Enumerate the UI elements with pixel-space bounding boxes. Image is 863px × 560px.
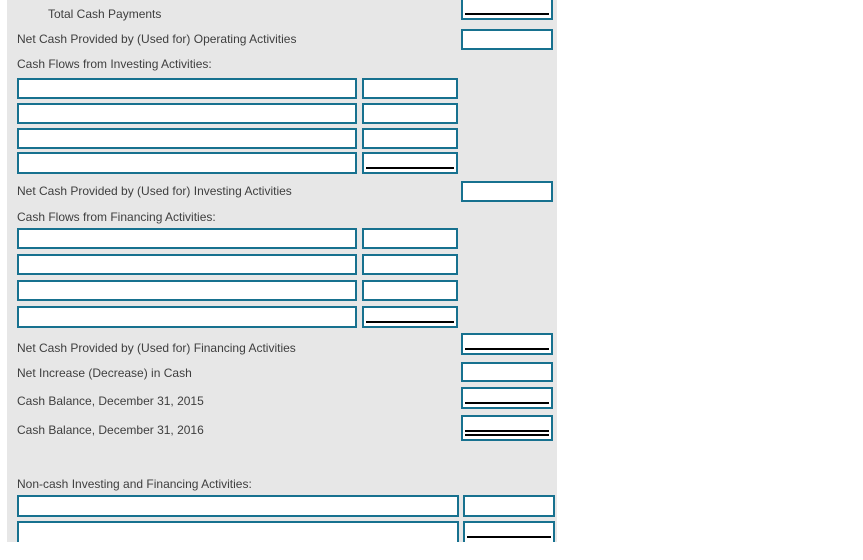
financing-desc-input-4[interactable]: [19, 308, 355, 326]
label-net-increase: Net Increase (Decrease) in Cash: [17, 366, 192, 380]
section-header-noncash: Non-cash Investing and Financing Activit…: [17, 477, 252, 491]
cell-investing-amount-4: [362, 152, 458, 174]
cell-investing-desc-4: [17, 152, 357, 174]
cell-financing-desc-4: [17, 306, 357, 328]
investing-desc-input-3[interactable]: [19, 130, 355, 147]
financing-desc-input-2[interactable]: [19, 256, 355, 273]
cell-investing-amount-1: [362, 78, 458, 99]
cell-noncash-desc-2: [17, 521, 459, 542]
investing-amount-input-1[interactable]: [364, 80, 456, 97]
cell-net-financing: [461, 333, 553, 355]
cell-net-investing: [461, 181, 553, 202]
investing-desc-input-4[interactable]: [19, 154, 355, 172]
noncash-desc-input-1[interactable]: [19, 497, 457, 515]
cell-net-increase: [461, 362, 553, 382]
cell-net-operating: [461, 29, 553, 50]
cash-balance-2015-input[interactable]: [463, 389, 551, 407]
cell-investing-desc-2: [17, 103, 357, 124]
label-cash-balance-2015: Cash Balance, December 31, 2015: [17, 394, 204, 408]
net-increase-input[interactable]: [463, 364, 551, 380]
cell-financing-amount-2: [362, 254, 458, 275]
cell-financing-amount-1: [362, 228, 458, 249]
investing-desc-input-2[interactable]: [19, 105, 355, 122]
cell-financing-desc-2: [17, 254, 357, 275]
financing-amount-input-3[interactable]: [364, 282, 456, 299]
label-net-investing: Net Cash Provided by (Used for) Investin…: [17, 184, 292, 198]
investing-desc-input-1[interactable]: [19, 80, 355, 97]
financing-amount-input-4[interactable]: [364, 308, 456, 326]
net-operating-input[interactable]: [463, 31, 551, 48]
cell-investing-desc-3: [17, 128, 357, 149]
cell-noncash-desc-1: [17, 495, 459, 517]
investing-amount-input-2[interactable]: [364, 105, 456, 122]
label-cash-balance-2016: Cash Balance, December 31, 2016: [17, 423, 204, 437]
financing-desc-input-3[interactable]: [19, 282, 355, 299]
noncash-amount-input-2[interactable]: [465, 523, 553, 542]
total-cash-payments-input[interactable]: [463, 0, 551, 18]
noncash-desc-input-2[interactable]: [19, 523, 457, 542]
section-header-financing: Cash Flows from Financing Activities:: [17, 210, 216, 224]
cell-cash-balance-2016: [461, 415, 553, 441]
cell-financing-amount-4: [362, 306, 458, 328]
cell-noncash-amount-2: [463, 521, 555, 542]
cell-cash-balance-2015: [461, 387, 553, 409]
section-header-investing: Cash Flows from Investing Activities:: [17, 57, 212, 71]
worksheet-panel: Total Cash Payments Net Cash Provided by…: [7, 0, 557, 542]
cell-investing-desc-1: [17, 78, 357, 99]
financing-desc-input-1[interactable]: [19, 230, 355, 247]
label-net-operating: Net Cash Provided by (Used for) Operatin…: [17, 32, 297, 46]
financing-amount-input-2[interactable]: [364, 256, 456, 273]
label-total-cash-payments: Total Cash Payments: [48, 7, 162, 21]
cash-balance-2016-input[interactable]: [463, 417, 551, 439]
investing-amount-input-4[interactable]: [364, 154, 456, 172]
investing-amount-input-3[interactable]: [364, 130, 456, 147]
cell-investing-amount-2: [362, 103, 458, 124]
cell-noncash-amount-1: [463, 495, 555, 517]
cell-financing-desc-1: [17, 228, 357, 249]
cell-investing-amount-3: [362, 128, 458, 149]
cell-total-cash-payments: [461, 0, 553, 20]
net-investing-input[interactable]: [463, 183, 551, 200]
net-financing-input[interactable]: [463, 335, 551, 353]
label-net-financing: Net Cash Provided by (Used for) Financin…: [17, 341, 296, 355]
cell-financing-desc-3: [17, 280, 357, 301]
noncash-amount-input-1[interactable]: [465, 497, 553, 515]
cell-financing-amount-3: [362, 280, 458, 301]
financing-amount-input-1[interactable]: [364, 230, 456, 247]
